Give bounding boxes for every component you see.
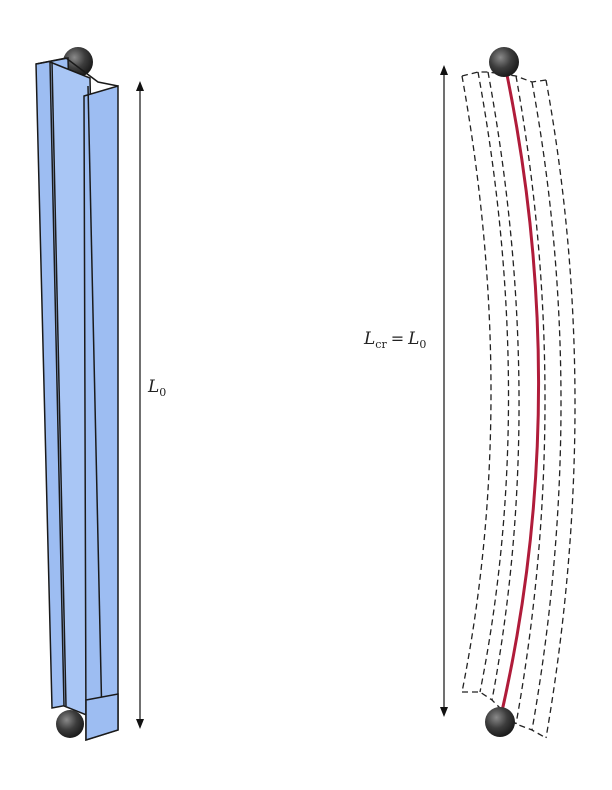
buckled-bottom-cap	[462, 691, 547, 739]
buckled-outline-6	[545, 79, 576, 739]
right-column-group: Lcr=L0	[363, 47, 576, 739]
beam-front-flange-bottom	[85, 693, 119, 742]
buckled-outline-2	[477, 71, 510, 693]
buckled-outline-1	[461, 75, 492, 693]
beam-edge-line-1	[51, 61, 67, 707]
bottom-support-ball-left	[56, 710, 84, 738]
beam-front-flange	[83, 84, 119, 742]
length-label-left: L0	[147, 377, 166, 399]
beam-edge-line-2	[87, 85, 103, 723]
left-column-group: L0	[35, 47, 166, 742]
buckled-centerline	[498, 69, 541, 721]
top-support-ball-right	[489, 47, 519, 77]
beam-top-edge	[35, 57, 119, 87]
buckled-outline-5	[531, 81, 562, 731]
buckled-outline-4	[515, 75, 546, 725]
buckled-outline-3	[487, 71, 520, 701]
bottom-support-ball-right	[485, 707, 515, 737]
length-label-right: Lcr=L0	[363, 329, 426, 351]
